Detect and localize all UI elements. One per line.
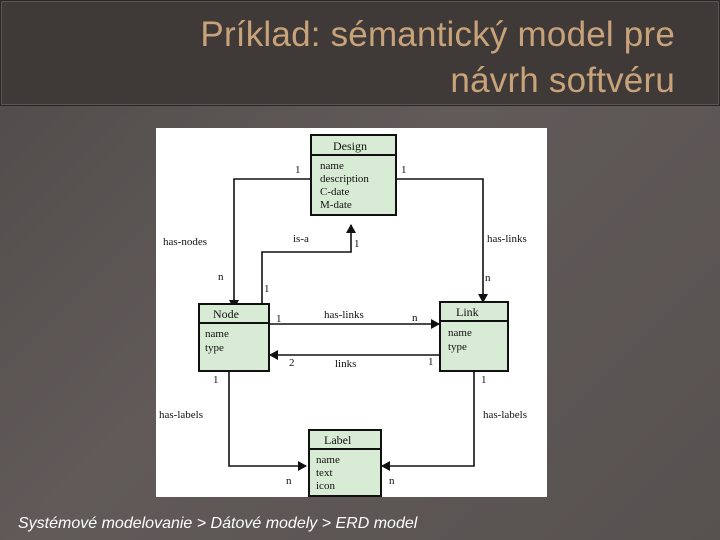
has-labels-left-connector	[228, 371, 307, 471]
links-label: links	[335, 358, 356, 370]
links-card-node: 2	[289, 357, 295, 369]
slide-title-line-1: Príklad: sémantický model pre	[200, 15, 675, 54]
has-labels-left-card-label: n	[286, 475, 292, 487]
is-a-connector	[261, 224, 356, 304]
has-links-top-label: has-links	[487, 233, 527, 245]
link-attr-type: type	[448, 341, 467, 353]
has-labels-right-label: has-labels	[483, 409, 527, 421]
design-attr-c-date: C-date	[320, 186, 349, 198]
label-attr-name: name	[316, 454, 340, 466]
entity-design: Design name description C-date M-date	[310, 134, 397, 216]
node-attr-name: name	[205, 328, 229, 340]
has-nodes-connector	[229, 178, 311, 309]
has-nodes-label: has-nodes	[163, 236, 207, 248]
title-bar: Príklad: sémantický model pre návrh soft…	[0, 0, 720, 106]
entity-link: Link name type	[439, 301, 509, 372]
design-attr-name: name	[320, 160, 344, 172]
links-card-link: 1	[428, 356, 434, 368]
has-links-mid-card-node: 1	[276, 313, 282, 325]
node-attr-type: type	[205, 342, 224, 354]
is-a-card-node: 1	[264, 283, 270, 295]
link-attr-name: name	[448, 327, 472, 339]
entity-node: Node name type	[198, 303, 270, 372]
label-attr-icon: icon	[316, 480, 335, 492]
label-attr-text: text	[316, 467, 333, 479]
entity-label-name: Label	[324, 433, 352, 447]
has-links-mid-card-link: n	[412, 312, 418, 324]
design-attr-m-date: M-date	[320, 199, 352, 211]
design-attr-description: description	[320, 173, 369, 185]
has-labels-right-card-label: n	[389, 475, 395, 487]
entity-link-name: Link	[456, 305, 479, 319]
has-nodes-card-design: 1	[295, 164, 301, 176]
has-nodes-card-node: n	[218, 271, 224, 283]
erd-diagram: Design name description C-date M-date No…	[156, 128, 547, 497]
entity-design-name: Design	[333, 139, 367, 153]
entity-node-name: Node	[213, 307, 239, 321]
entity-label: Label name text icon	[308, 429, 382, 497]
has-links-mid-label: has-links	[324, 309, 364, 321]
breadcrumb-footer: Systémové modelovanie > Dátové modely > …	[18, 515, 418, 532]
has-links-top-connector	[396, 178, 488, 303]
has-links-top-card-link: n	[485, 272, 491, 284]
has-labels-right-connector	[381, 371, 475, 471]
has-labels-left-label: has-labels	[159, 409, 203, 421]
has-links-top-card-design: 1	[401, 164, 407, 176]
is-a-card-design: 1	[354, 238, 360, 250]
has-labels-left-card-node: 1	[213, 374, 219, 386]
is-a-label: is-a	[293, 233, 309, 245]
has-labels-right-card-link: 1	[481, 374, 487, 386]
erd-diagram-svg: Design name description C-date M-date No…	[159, 134, 527, 497]
slide-title-line-2: návrh softvéru	[450, 61, 675, 100]
